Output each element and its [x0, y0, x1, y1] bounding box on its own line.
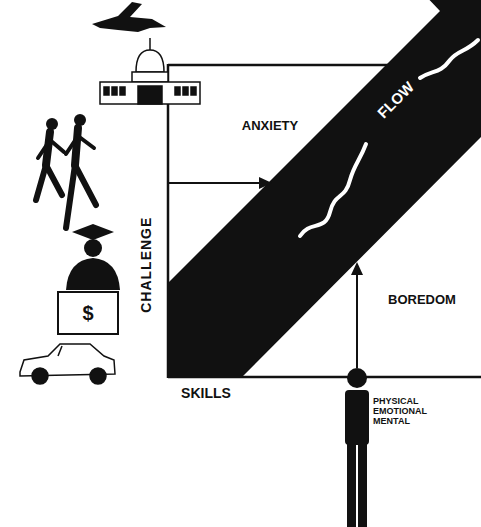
dollar-bill: [58, 292, 118, 334]
region-label: ANXIETY: [242, 119, 298, 133]
region-label: BOREDOM: [388, 293, 456, 307]
graduate-icon: [66, 224, 120, 290]
person-label: PHYSICAL EMOTIONAL MENTAL: [373, 397, 427, 427]
skills-arrow: [351, 262, 363, 368]
flow-squiggle: [300, 144, 366, 236]
flow-band: [168, 0, 481, 377]
axis-label: CHALLENGE: [139, 217, 154, 313]
goose-icon: [92, 2, 166, 32]
axis-label: SKILLS: [181, 386, 231, 401]
challenge-arrow: [168, 177, 272, 189]
runners-icon: [36, 114, 96, 228]
flow-squiggle: [420, 40, 478, 78]
car-icon: [20, 344, 115, 384]
capitol-icon: [100, 38, 200, 104]
currency-symbol: $: [82, 302, 93, 324]
person-figure: [345, 368, 369, 527]
